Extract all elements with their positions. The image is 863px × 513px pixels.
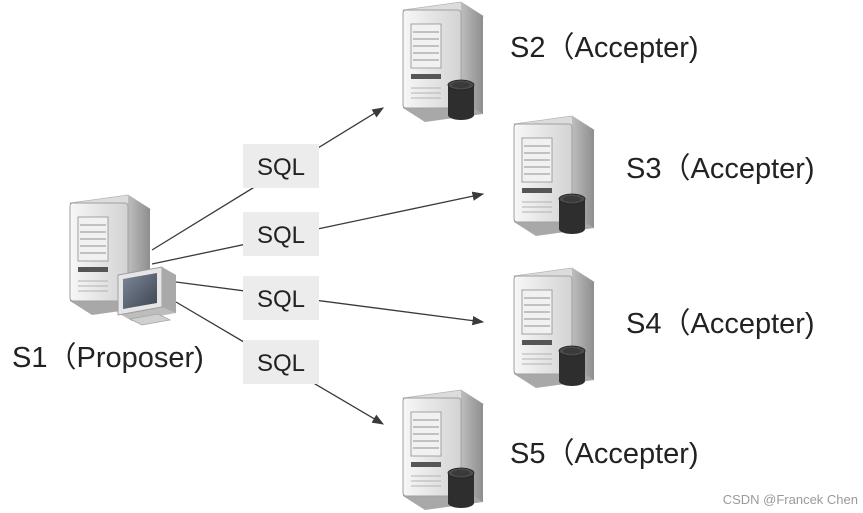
server-with-monitor-icon <box>69 194 176 326</box>
edge-label-text: SQL <box>257 350 305 377</box>
edge-label-s1-s4: SQL <box>243 276 319 320</box>
node-s5: S5（Accepter) <box>402 389 699 511</box>
node-label-s3: S3（Accepter) <box>626 153 815 185</box>
node-s3: S3（Accepter) <box>513 115 815 237</box>
node-label-s5: S5（Accepter) <box>510 438 699 470</box>
node-label-s2: S2（Accepter) <box>510 32 699 64</box>
watermark: CSDN @Francek Chen <box>723 492 858 507</box>
node-s1: S1（Proposer) <box>12 194 204 374</box>
server-with-database-icon <box>402 1 484 123</box>
server-with-database-icon <box>513 267 595 389</box>
server-with-database-icon <box>513 115 595 237</box>
edge-label-s1-s3: SQL <box>243 212 319 256</box>
node-label-s4: S4（Accepter) <box>626 308 815 340</box>
server-with-database-icon <box>402 389 484 511</box>
node-s4: S4（Accepter) <box>513 267 815 389</box>
edge-label-s1-s2: SQL <box>243 144 319 188</box>
edge-label-s1-s5: SQL <box>243 340 319 384</box>
node-label-s1: S1（Proposer) <box>12 342 204 374</box>
edge-label-text: SQL <box>257 286 305 313</box>
edge-label-text: SQL <box>257 222 305 249</box>
edge-label-text: SQL <box>257 154 305 181</box>
edge-s1-s4 <box>175 281 485 326</box>
node-s2: S2（Accepter) <box>402 1 699 123</box>
